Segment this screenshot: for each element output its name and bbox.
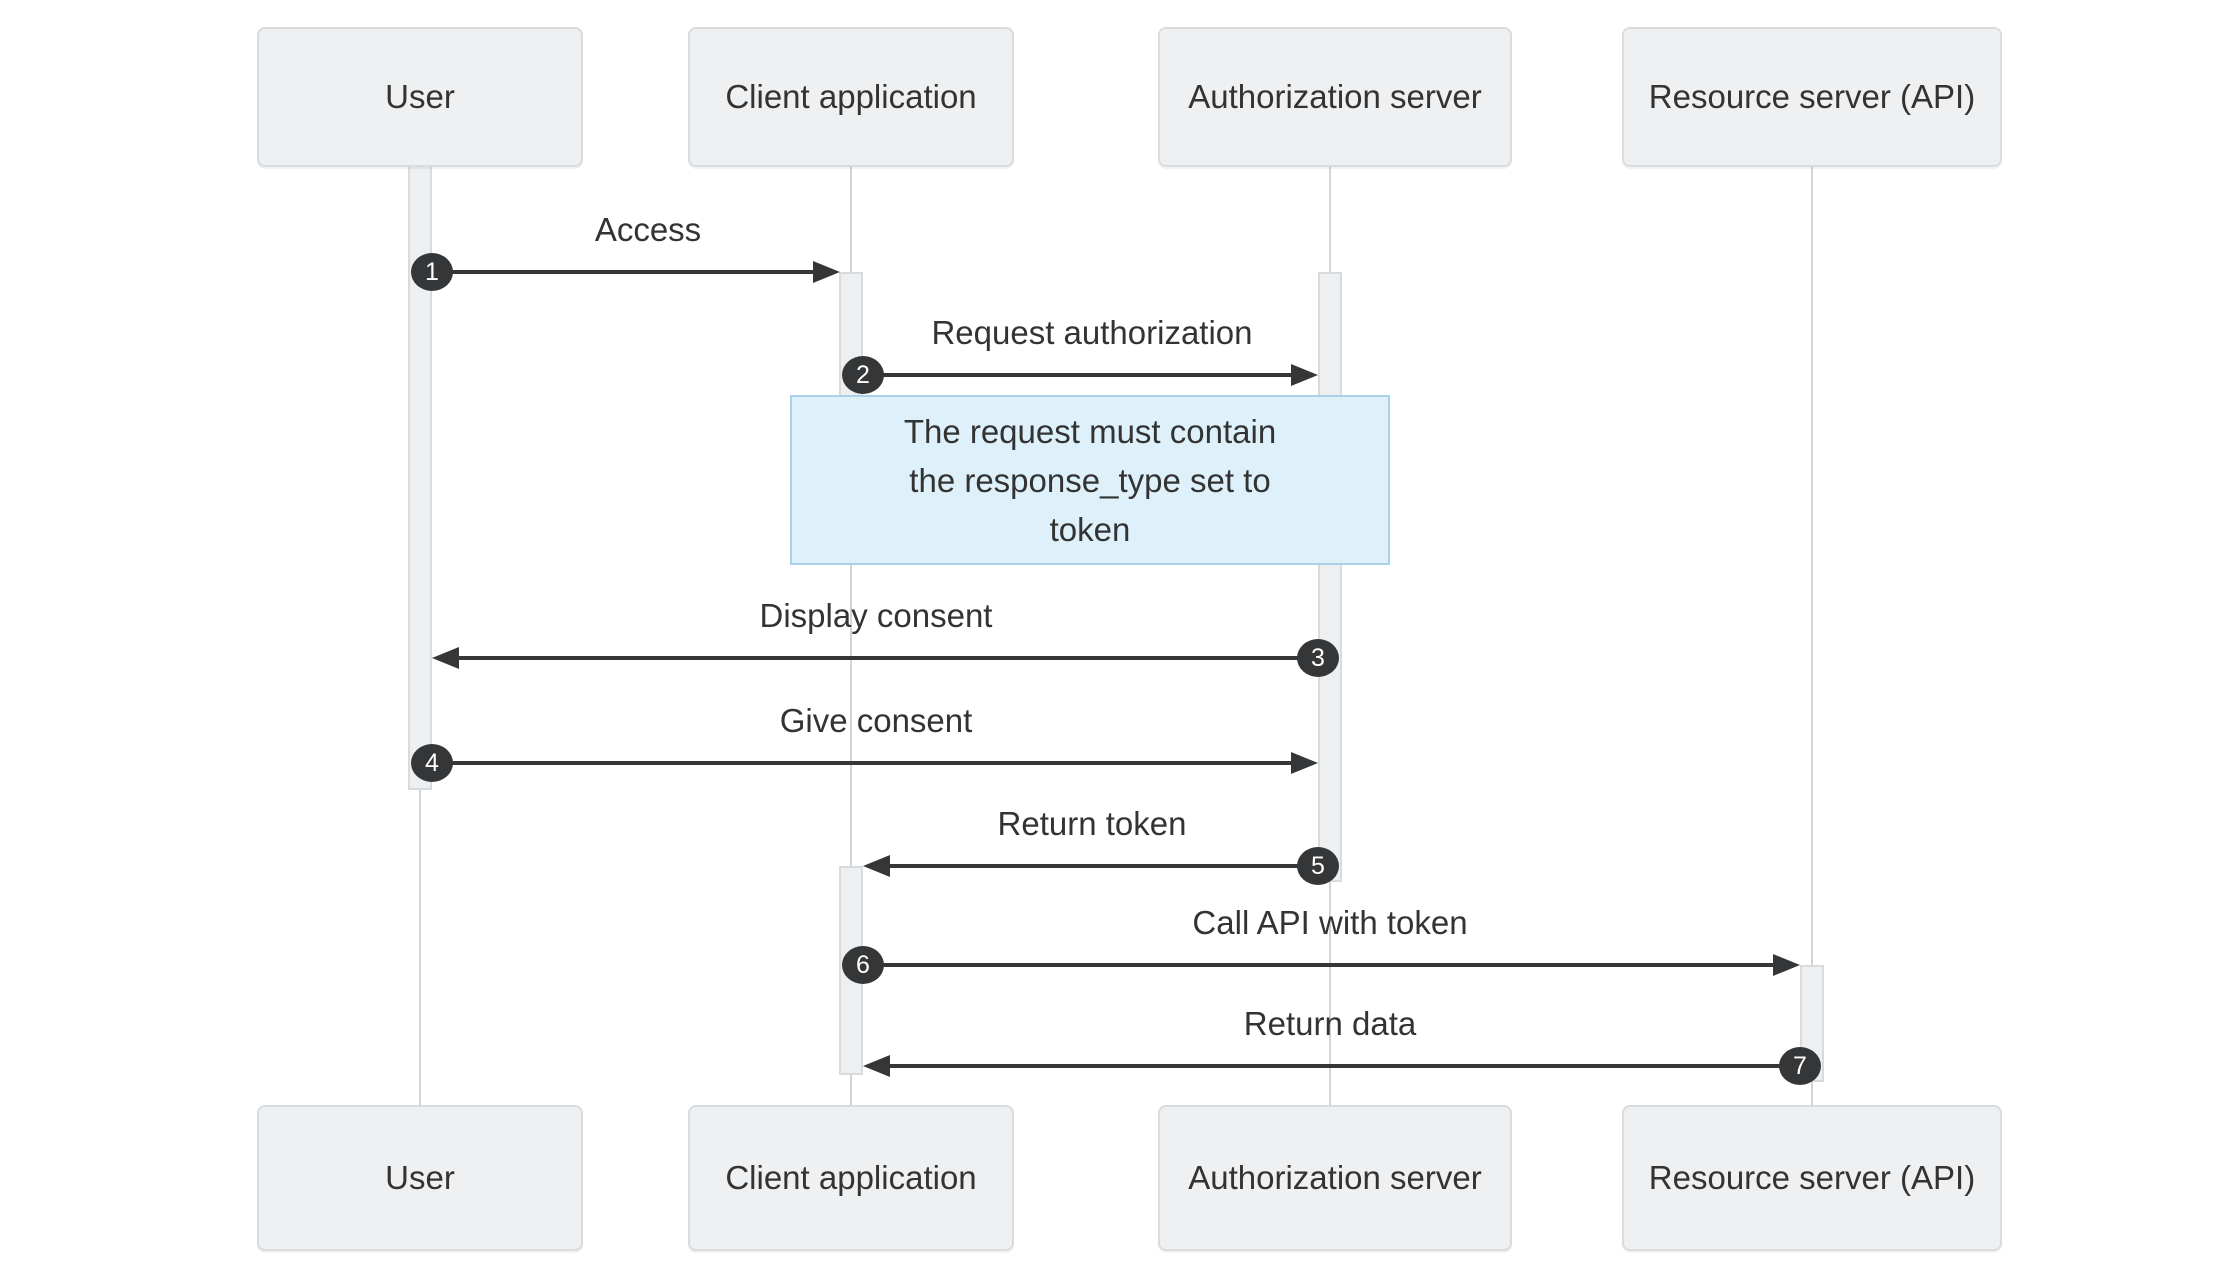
message-arrow-call-api — [863, 963, 1774, 967]
arrowhead-right-icon — [1291, 364, 1318, 386]
actor-box-auth-top: Authorization server — [1158, 27, 1512, 167]
message-arrow-access — [432, 270, 814, 274]
message-arrow-return-data — [890, 1064, 1800, 1068]
message-label-access: Access — [594, 211, 702, 248]
sequence-number-badge: 7 — [1779, 1047, 1821, 1085]
message-label-request-authorization: Request authorization — [931, 314, 1253, 351]
actor-box-client-top: Client application — [688, 27, 1014, 167]
sequence-number-badge: 2 — [842, 356, 884, 394]
actor-box-auth-bottom: Authorization server — [1158, 1105, 1512, 1251]
arrowhead-left-icon — [863, 855, 890, 877]
lifeline-resource — [1811, 167, 1813, 1105]
arrowhead-left-icon — [432, 647, 459, 669]
arrowhead-right-icon — [813, 261, 840, 283]
sequence-number-badge: 5 — [1297, 847, 1339, 885]
arrowhead-right-icon — [1291, 752, 1318, 774]
actor-box-user-top: User — [257, 27, 583, 167]
note-response-type: The request must contain the response_ty… — [790, 395, 1390, 565]
arrowhead-left-icon — [863, 1055, 890, 1077]
message-arrow-return-token — [890, 864, 1318, 868]
note-line: the response_type set to — [909, 461, 1271, 499]
message-label-display-consent: Display consent — [759, 597, 993, 634]
message-arrow-display-consent — [459, 656, 1318, 660]
activation-authorization — [1318, 272, 1342, 882]
sequence-number-badge: 4 — [411, 744, 453, 782]
message-label-call-api: Call API with token — [1192, 904, 1468, 941]
actor-box-user-bottom: User — [257, 1105, 583, 1251]
sequence-number-badge: 1 — [411, 253, 453, 291]
message-label-return-token: Return token — [997, 805, 1187, 842]
actor-box-resource-bottom: Resource server (API) — [1622, 1105, 2002, 1251]
note-line: token — [1049, 510, 1131, 548]
lifeline-client — [850, 167, 852, 1105]
note-line: The request must contain — [903, 412, 1277, 450]
actor-box-client-bottom: Client application — [688, 1105, 1014, 1251]
message-arrow-give-consent — [432, 761, 1292, 765]
message-label-give-consent: Give consent — [779, 702, 973, 739]
sequence-number-badge: 3 — [1297, 639, 1339, 677]
message-label-return-data: Return data — [1243, 1005, 1417, 1042]
message-arrow-request-authorization — [863, 373, 1292, 377]
arrowhead-right-icon — [1773, 954, 1800, 976]
actor-box-resource-top: Resource server (API) — [1622, 27, 2002, 167]
sequence-number-badge: 6 — [842, 946, 884, 984]
